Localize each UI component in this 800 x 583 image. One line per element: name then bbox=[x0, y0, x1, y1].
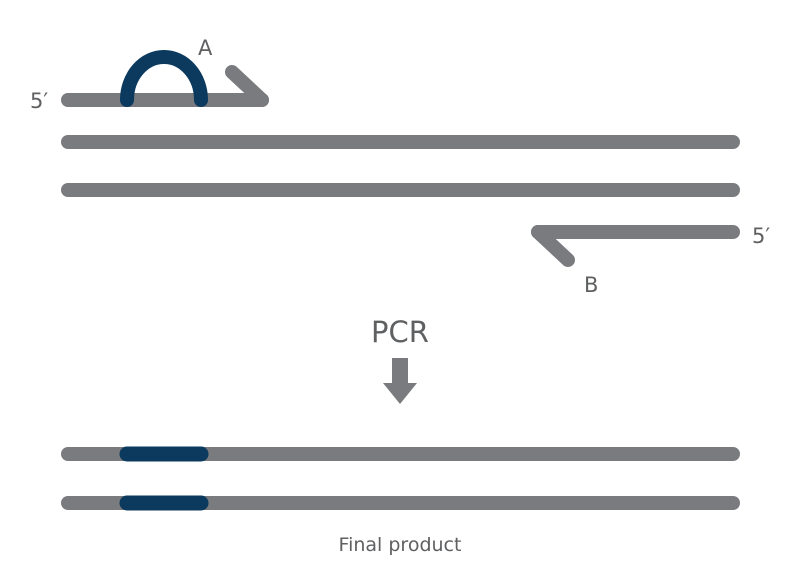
primer-a-label: A bbox=[198, 36, 213, 60]
five-prime-label-a: 5′ bbox=[30, 89, 48, 113]
primer-b-arrow-barb bbox=[531, 225, 575, 267]
down-arrow-icon bbox=[383, 358, 417, 404]
pcr-label: PCR bbox=[371, 315, 429, 349]
five-prime-label-b: 5′ bbox=[752, 224, 770, 248]
final-product-label: Final product bbox=[339, 534, 462, 556]
primer-b-label: B bbox=[584, 273, 598, 297]
primer-a-arrow-barb bbox=[225, 65, 269, 107]
primer-b bbox=[531, 225, 740, 267]
primer-a bbox=[61, 50, 269, 107]
primer-a-tag-loop bbox=[120, 50, 208, 107]
